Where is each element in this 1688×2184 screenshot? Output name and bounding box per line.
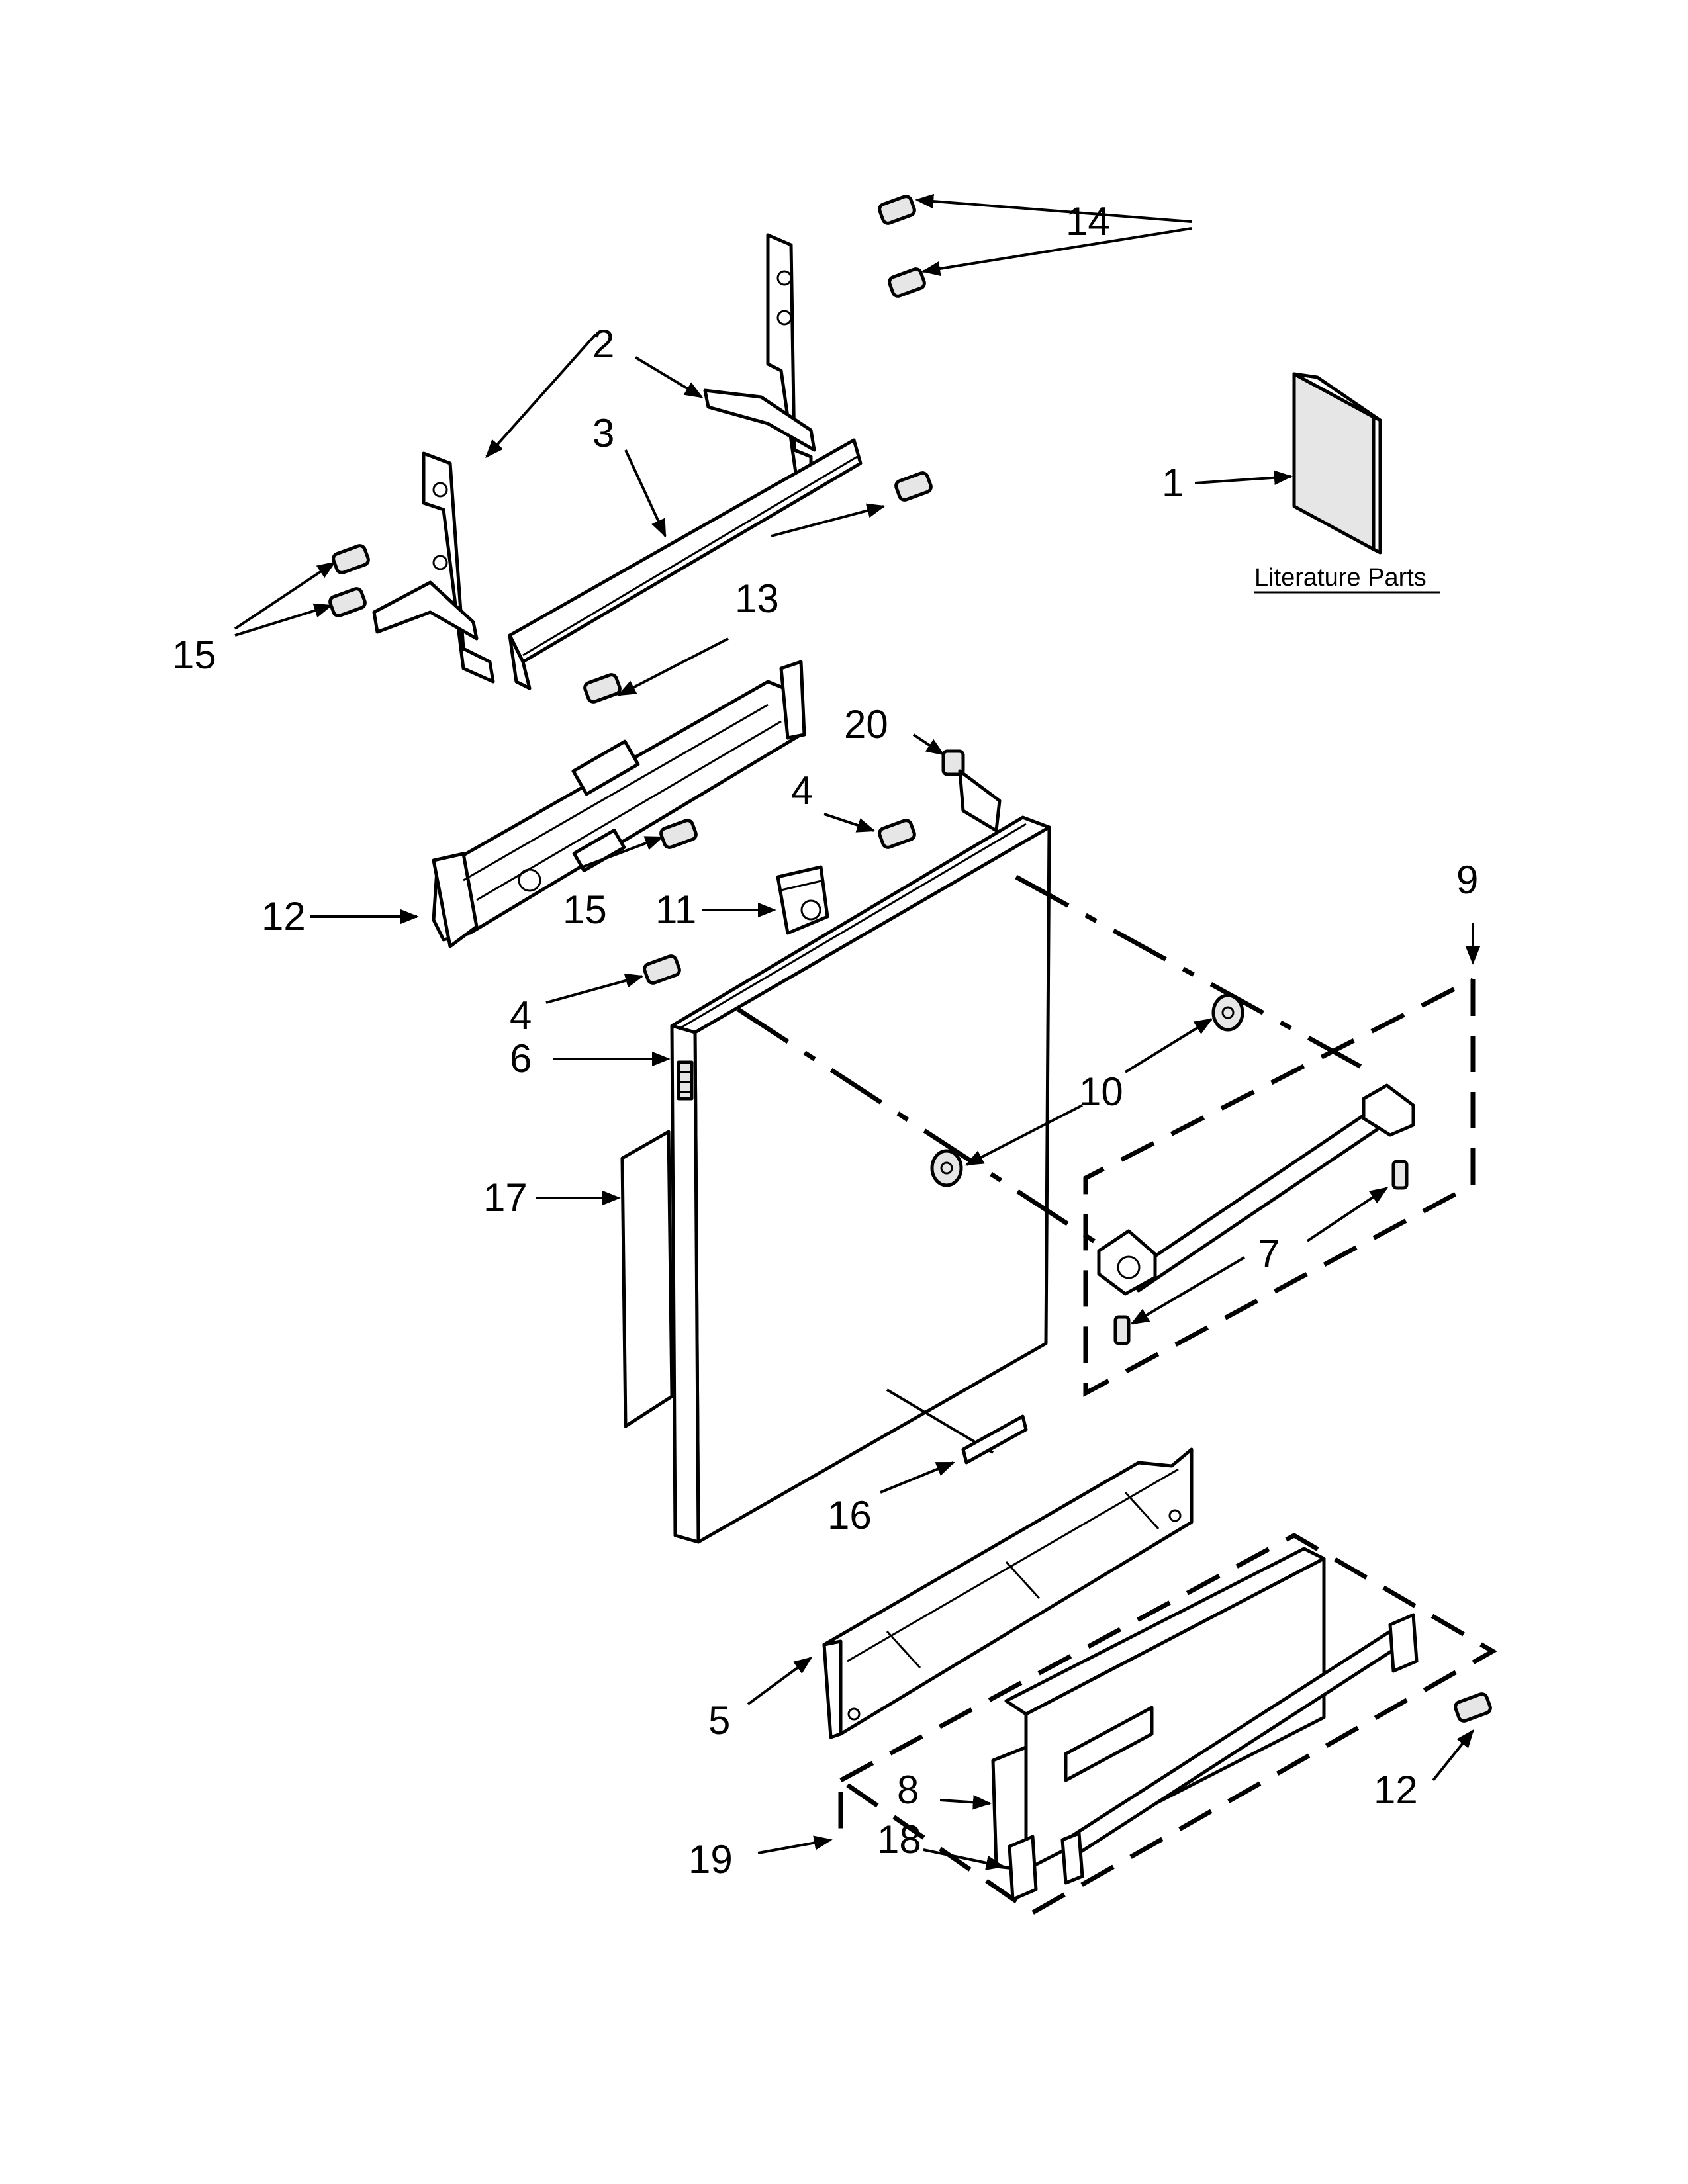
hinge-bracket-left bbox=[372, 451, 495, 684]
sensor-20 bbox=[941, 749, 1002, 833]
callout-13: 13 bbox=[735, 576, 779, 621]
screw-13-left bbox=[583, 673, 622, 704]
screw-15-top-1 bbox=[878, 195, 916, 225]
door-vent-6 bbox=[677, 1060, 694, 1101]
handle-mount-10-right bbox=[1211, 993, 1244, 1032]
handle-axis-upper bbox=[1015, 874, 1378, 1078]
screw-15-left-1 bbox=[332, 544, 370, 574]
handle-pin-lower bbox=[1113, 1315, 1131, 1345]
control-console bbox=[432, 660, 806, 948]
screw-13-right bbox=[894, 471, 933, 502]
literature-booklet: Literature Parts bbox=[1254, 372, 1440, 594]
screw-4-top bbox=[878, 819, 916, 849]
callout-1: 1 bbox=[1162, 461, 1184, 505]
callout-7: 7 bbox=[1258, 1232, 1280, 1276]
callout-10: 10 bbox=[1079, 1069, 1123, 1114]
callout-14: 12 bbox=[261, 894, 306, 938]
callout-2: 2 bbox=[592, 322, 614, 366]
screw-15-middle bbox=[659, 819, 698, 849]
badge-16 bbox=[961, 1414, 1028, 1465]
callout-5: 5 bbox=[708, 1698, 730, 1743]
handle-pin-upper bbox=[1391, 1160, 1409, 1190]
handle-mount-10-left bbox=[930, 1149, 963, 1187]
callouts: 14 2 3 1 13 15 20 4 9 12 15 11 4 6 10 17… bbox=[172, 199, 1478, 1882]
screw-15-top-2 bbox=[888, 267, 926, 298]
toe-bracket-5 bbox=[822, 1447, 1194, 1739]
callout-15: 14 bbox=[1066, 199, 1110, 244]
screw-4-left bbox=[643, 954, 681, 985]
door-gasket-17 bbox=[620, 1130, 674, 1428]
callout-3: 3 bbox=[592, 411, 614, 455]
toe-kit-box-19 bbox=[838, 1532, 1498, 1916]
door-panel bbox=[670, 815, 1051, 1544]
screw-12 bbox=[1454, 1692, 1492, 1723]
literature-parts-label: Literature Parts bbox=[1254, 564, 1427, 592]
door-latch-11 bbox=[776, 865, 829, 935]
callout-4-top: 4 bbox=[791, 768, 813, 813]
top-channel bbox=[508, 438, 863, 690]
callout-18: 18 bbox=[877, 1817, 921, 1862]
leader-lines bbox=[234, 193, 1481, 1870]
callout-20: 20 bbox=[844, 702, 888, 747]
lower-panel-8 bbox=[991, 1547, 1326, 1872]
callout-15-left: 15 bbox=[172, 633, 216, 677]
screw-15-left-2 bbox=[328, 587, 367, 617]
callout-12: 12 bbox=[1374, 1768, 1418, 1812]
callout-6: 6 bbox=[510, 1036, 532, 1081]
callout-17: 17 bbox=[483, 1175, 528, 1220]
toe-rail bbox=[1060, 1613, 1419, 1885]
callout-9: 9 bbox=[1456, 858, 1478, 902]
callout-11: 11 bbox=[655, 887, 696, 932]
callout-4-left: 4 bbox=[510, 993, 532, 1038]
clip-18 bbox=[1008, 1835, 1038, 1901]
handle-kit-box-9 bbox=[1083, 977, 1476, 1397]
hinge-bracket-right bbox=[703, 233, 816, 495]
callout-15-middle: 15 bbox=[563, 887, 607, 932]
callout-19: 19 bbox=[688, 1837, 733, 1882]
handle-axis-lower bbox=[737, 1007, 1100, 1246]
handle-bar-7 bbox=[1097, 1083, 1415, 1296]
callout-8: 8 bbox=[897, 1768, 919, 1812]
callout-16: 16 bbox=[827, 1493, 872, 1537]
